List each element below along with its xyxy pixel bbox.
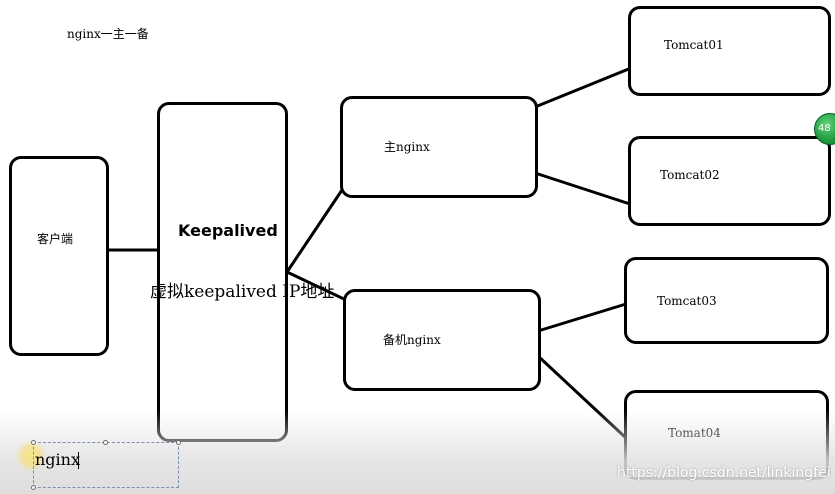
tomat04-label: Tomat04 bbox=[668, 426, 721, 440]
tomcat02-box bbox=[628, 136, 831, 226]
virtual-ip-label: 虚拟keepalived IP地址 bbox=[150, 282, 335, 302]
tomcat03-label: Tomcat03 bbox=[657, 294, 717, 308]
resize-handle[interactable] bbox=[176, 440, 181, 445]
backup-nginx-box bbox=[343, 289, 541, 391]
cursor-highlight bbox=[16, 441, 46, 471]
text-caret bbox=[78, 452, 79, 469]
backup-nginx-label: 备机nginx bbox=[383, 333, 441, 347]
master-tomcat02-line bbox=[534, 171, 631, 206]
keepalived-box bbox=[157, 102, 288, 442]
diagram-title: nginx一主一备 bbox=[67, 27, 149, 41]
backup-tomcat03-line bbox=[537, 302, 627, 333]
resize-handle[interactable] bbox=[31, 440, 36, 445]
tomcat02-label: Tomcat02 bbox=[660, 168, 720, 182]
tomcat03-box bbox=[624, 257, 829, 344]
resize-handle[interactable] bbox=[103, 440, 108, 445]
backup-tomat04-line bbox=[536, 354, 628, 440]
master-nginx-label: 主nginx bbox=[384, 140, 430, 154]
tomcat01-box bbox=[628, 6, 831, 96]
keepalived-title: Keepalived bbox=[178, 221, 278, 240]
master-nginx-box bbox=[340, 96, 538, 198]
keepalived-backup-line bbox=[286, 270, 347, 302]
tomcat01-label: Tomcat01 bbox=[664, 38, 724, 52]
watermark: https://blog.csdn.net/linkingfei bbox=[617, 465, 831, 481]
client-label: 客户端 bbox=[37, 232, 74, 246]
resize-handle[interactable] bbox=[31, 485, 36, 490]
keepalived-master-line bbox=[285, 189, 344, 273]
master-tomcat01-line bbox=[534, 64, 637, 109]
client-box bbox=[9, 156, 109, 356]
text-box-content[interactable]: nginx bbox=[35, 450, 80, 469]
